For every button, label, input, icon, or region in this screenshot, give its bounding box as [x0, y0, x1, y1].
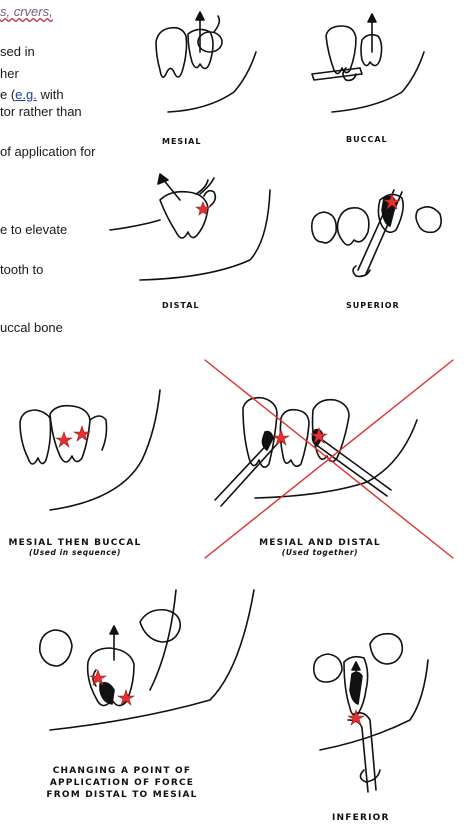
- caption-buccal: BUCCAL: [346, 135, 388, 144]
- arrow-up-icon: [367, 13, 377, 23]
- text-fragment: e to elevate: [0, 222, 68, 237]
- figure-changing-point: [38, 589, 255, 731]
- caption-distal: DISTAL: [162, 301, 200, 310]
- text-fragment: her: [0, 66, 19, 81]
- caption-line: CHANGING A POINT OF: [52, 766, 192, 776]
- caption-sub: (Used in sequence): [28, 548, 121, 557]
- rotation-arrow-icon: [203, 189, 217, 207]
- figure-superior: [310, 189, 442, 278]
- text-fragment: sed in: [0, 44, 35, 59]
- arrow-up-icon: [157, 173, 169, 185]
- rotation-arrow-icon: [342, 67, 357, 82]
- text-fragment: of application for: [0, 144, 96, 159]
- star-marker-icon: [309, 427, 329, 444]
- star-marker-icon: [346, 709, 366, 726]
- caption-main: MESIAL THEN BUCCAL: [8, 538, 142, 548]
- caption-line: FROM DISTAL TO MESIAL: [46, 790, 198, 800]
- text-fragment-part: with: [36, 87, 64, 102]
- text-fragment-part: e (: [0, 87, 16, 102]
- caption-mesial-and-distal: MESIAL AND DISTAL (Used together): [240, 538, 400, 557]
- text-fragment-header: s, crvers,: [0, 4, 53, 19]
- figure-mesial-then-buccal: [19, 389, 161, 511]
- caption-sub: (Used together): [281, 548, 359, 557]
- figure-mesial: [155, 11, 257, 113]
- caption-mesial: MESIAL: [162, 137, 202, 146]
- text-fragment: e (e.g. with: [0, 87, 64, 102]
- star-marker-icon: [271, 429, 291, 446]
- caption-inferior: INFERIOR: [332, 813, 390, 823]
- caption-line: APPLICATION OF FORCE: [49, 778, 195, 788]
- arrow-up-icon: [109, 625, 119, 635]
- figure-inferior: [312, 632, 429, 793]
- text-fragment: tooth to: [0, 262, 44, 277]
- caption-mesial-then-buccal: MESIAL THEN BUCCAL (Used in sequence): [0, 538, 150, 557]
- star-marker-icon: [382, 193, 402, 210]
- text-fragment: tor rather than: [0, 104, 82, 119]
- caption-main: MESIAL AND DISTAL: [259, 538, 381, 548]
- rotation-arrow-icon: [359, 769, 381, 783]
- figure-distal: [109, 173, 271, 281]
- caption-changing-point: CHANGING A POINT OF APPLICATION OF FORCE…: [22, 765, 222, 801]
- rotation-arrow-icon: [352, 265, 371, 278]
- text-fragment: uccal bone: [0, 320, 63, 335]
- eg-link[interactable]: e.g.: [15, 87, 37, 102]
- arrow-up-icon: [351, 661, 361, 671]
- star-marker-icon: [54, 431, 74, 448]
- figure-mesial-and-distal: [204, 359, 454, 559]
- star-marker-icon: [195, 201, 211, 216]
- figure-buccal: [311, 13, 425, 113]
- cross-out-icon: [204, 359, 454, 559]
- arrow-up-icon: [195, 11, 205, 21]
- caption-superior: SUPERIOR: [346, 301, 400, 310]
- star-marker-icon: [72, 425, 92, 442]
- star-marker-icon: [88, 669, 108, 686]
- star-marker-icon: [116, 689, 136, 706]
